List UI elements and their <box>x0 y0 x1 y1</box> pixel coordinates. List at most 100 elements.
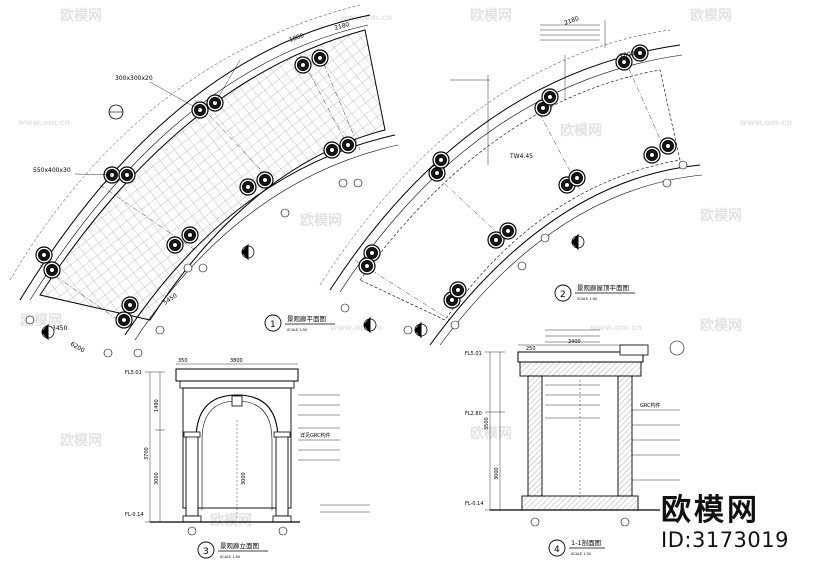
capital <box>273 431 291 438</box>
dimension-label: 6200 <box>69 341 86 355</box>
outer-edge <box>29 24 369 301</box>
watermark-url: www.om.cn <box>330 323 382 332</box>
outer-edge <box>339 54 683 293</box>
level-label: FL5.01 <box>125 370 142 376</box>
watermark-text: 欧模网 <box>470 7 512 24</box>
grid-bubbles <box>187 526 288 536</box>
watermark-text: 欧模网 <box>690 7 732 24</box>
dimension-label: 3000 <box>154 472 160 485</box>
inner-edge <box>134 144 399 341</box>
dimension-label: 3000 <box>241 472 247 485</box>
elevation-drawing-3: 3800 350 3000 3700 1490 3000 FL5.01 FL-0… <box>125 358 370 536</box>
drawing-number: 2 <box>560 290 566 300</box>
outer-edge <box>19 14 371 301</box>
column-left <box>185 435 199 517</box>
title-block-2: 2 景观廊屋顶平面图 SCALE 1:50 <box>554 283 635 302</box>
dimension-arc <box>9 4 361 281</box>
section-marker <box>414 233 585 339</box>
level-label: FL-0.14 <box>465 501 484 507</box>
dimension-lines <box>485 329 680 511</box>
watermark-url: www.om.cn <box>590 323 642 332</box>
title-block-3: 3 景观廊立面图 SCALE 1:50 <box>197 541 268 559</box>
brand-logo: 欧模网 <box>661 493 761 528</box>
note-label: 550x400x30 <box>33 167 71 174</box>
annotation-lines <box>450 24 600 81</box>
watermark-text: 欧模网 <box>700 317 742 334</box>
note-label: GRC构件 <box>640 402 661 409</box>
drawing-scale: SCALE 1:50 <box>577 297 597 301</box>
inner-edge <box>429 164 701 346</box>
level-label: FL-0.14 <box>125 512 144 518</box>
section-drawing-4: 3400 250 3000 3500 FL5.01 FL2.80 FL-0.14… <box>465 329 685 527</box>
drawing-number: 1 <box>270 320 276 330</box>
leader-lines <box>487 20 606 165</box>
drawing-title: 景观廊立面图 <box>220 541 259 550</box>
column-right <box>275 435 289 517</box>
base <box>272 515 292 523</box>
plan-drawing-2: TW4.45 2180 1800 <box>319 15 703 346</box>
wall-right <box>617 375 633 497</box>
brand-block: 欧模网 ID:3173019 <box>661 493 789 553</box>
watermark-layer: 欧模网 欧模网 欧模网 欧模网 欧模网 欧模网 欧模网 欧模网 欧模网 欧模网 … <box>18 7 792 529</box>
inner-edge <box>439 174 703 346</box>
watermark-text: 欧模网 <box>700 207 742 224</box>
cornice-detail <box>619 344 649 356</box>
paving-area <box>39 29 386 321</box>
level-label: TW4.45 <box>509 153 533 160</box>
watermark-url: www.om.cn <box>18 118 70 127</box>
dimension-label: 3700 <box>144 447 150 460</box>
section-marker <box>41 104 377 341</box>
plan-drawing-1: 300x300x20 550x400x30 2180 1800 3450 545… <box>9 4 399 358</box>
dimension-label: 2180 <box>334 21 351 32</box>
model-id: ID:3173019 <box>661 528 789 552</box>
drawing-number: 3 <box>203 547 209 557</box>
frieze <box>179 380 295 389</box>
dimension-label: 350 <box>178 358 188 364</box>
axis-lines <box>354 59 666 321</box>
dimension-label: 3450 <box>52 325 67 332</box>
dimension-label: 3000 <box>494 467 500 480</box>
keystone <box>231 395 243 407</box>
level-label: FL5.01 <box>465 351 482 357</box>
dimension-label: 2180 <box>563 15 580 27</box>
dimension-arc <box>319 29 671 286</box>
watermark-text: 欧模网 <box>560 122 602 139</box>
drawing-scale: SCALE 1:50 <box>287 328 307 332</box>
wall-left <box>527 375 543 497</box>
roof-slab <box>519 361 642 377</box>
drawing-title: 景观廊屋顶平面图 <box>577 283 629 292</box>
title-block-4: 4 1-1剖面图 SCALE 1:50 <box>548 538 605 557</box>
watermark-url: www.om.cn <box>740 118 792 127</box>
dimension-label: 3500 <box>484 417 490 430</box>
capital <box>183 431 201 438</box>
dimension-label: 3800 <box>230 358 243 364</box>
dimension-label: 250 <box>526 346 536 352</box>
drawing-scale: SCALE 1:50 <box>220 555 240 559</box>
watermark-text: 欧模网 <box>470 425 512 442</box>
arch-opening <box>195 394 279 510</box>
watermark-url: www.om.cn <box>340 13 392 22</box>
title-block-1: 1 景观廊平面图 SCALE 1:50 <box>264 314 335 332</box>
watermark-text: 欧模网 <box>210 512 252 529</box>
note-label: 详见GRC构件 <box>300 432 331 439</box>
dimension-label: 3400 <box>568 339 581 345</box>
note-label: 300x300x20 <box>115 75 153 82</box>
leader-lines <box>74 59 241 176</box>
watermark-text: 欧模网 <box>300 212 342 229</box>
dimension-label: 1490 <box>154 399 160 412</box>
drawing-title: 1-1剖面图 <box>571 538 601 547</box>
footing <box>521 495 639 511</box>
watermark-text: 欧模网 <box>60 7 102 24</box>
outer-edge <box>329 44 681 291</box>
base <box>182 515 202 523</box>
grid-bubbles <box>25 178 363 358</box>
drawing-title: 景观廊平面图 <box>287 314 326 323</box>
roof-outline <box>359 69 681 321</box>
grid-bubbles <box>530 340 685 527</box>
dimension-lines <box>145 363 370 523</box>
level-label: FL2.80 <box>465 411 482 417</box>
drawing-number: 4 <box>554 545 560 555</box>
column-markers <box>358 44 677 309</box>
